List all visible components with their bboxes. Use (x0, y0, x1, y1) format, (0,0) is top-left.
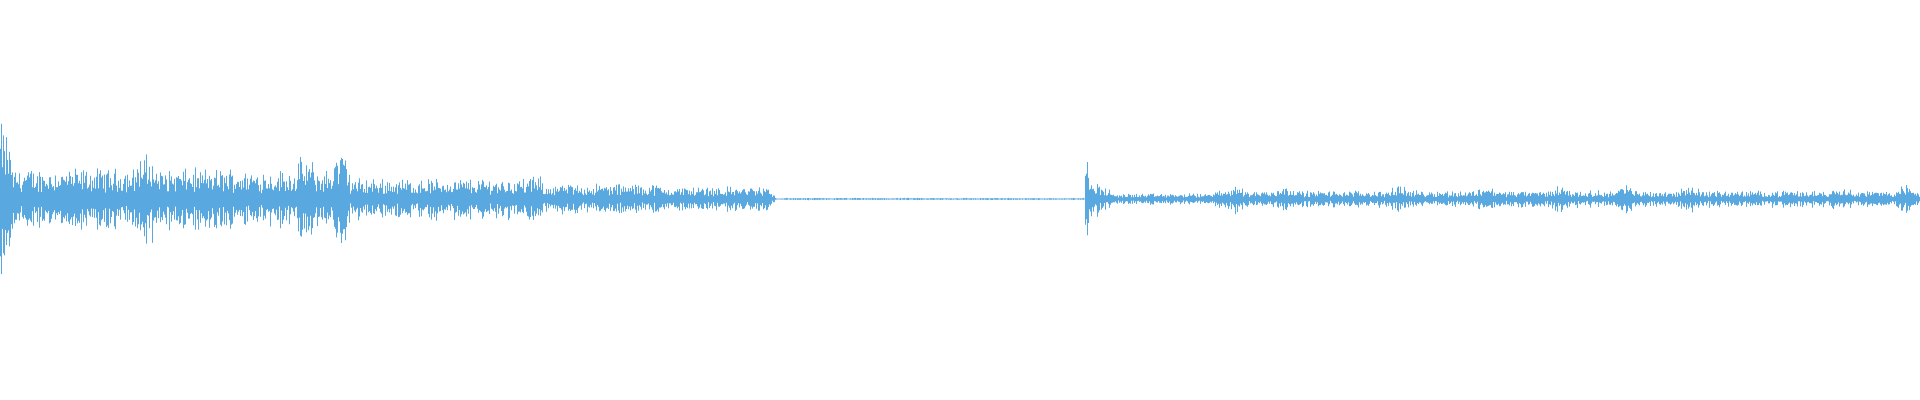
waveform-peaks (0, 123, 1920, 275)
